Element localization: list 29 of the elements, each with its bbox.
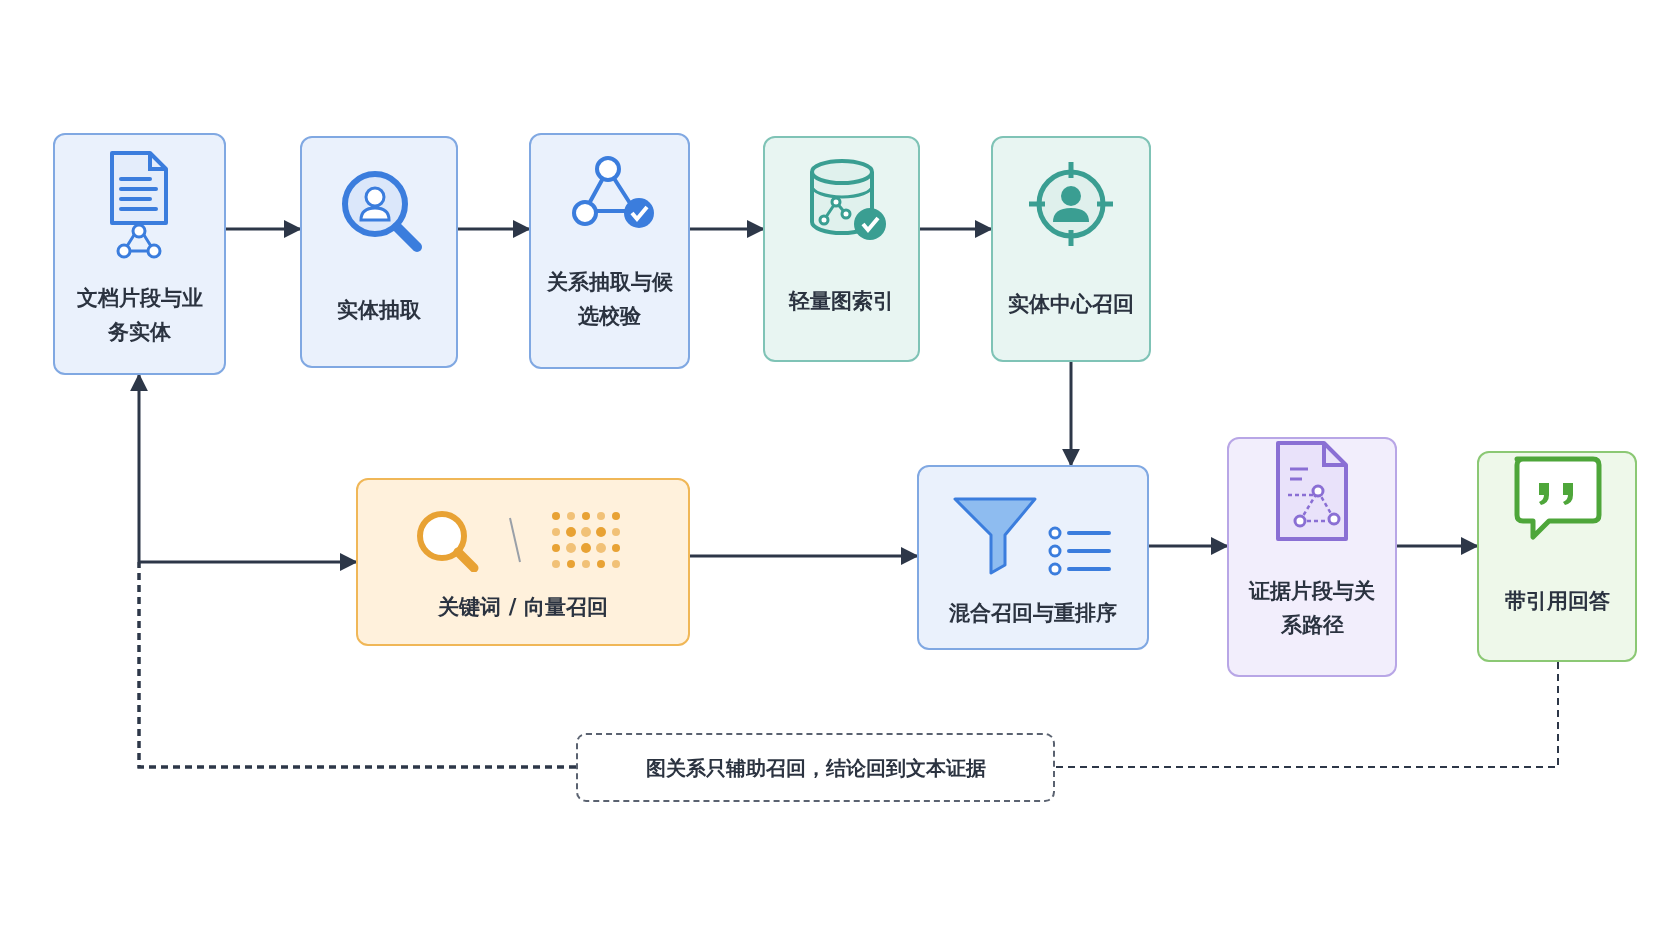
process-box — [356, 478, 690, 646]
process-box — [529, 133, 690, 369]
process-box — [917, 465, 1149, 650]
node-label: 带引用回答 — [1503, 587, 1611, 615]
process-box — [991, 136, 1151, 362]
node-label: 实体中心召回 — [1007, 291, 1135, 319]
process-box — [1227, 437, 1397, 677]
arrow — [690, 547, 919, 565]
note-text: 图关系只辅助召回，结论回到文本证据 — [644, 754, 987, 782]
node-label: 混合召回与重排序 — [948, 599, 1118, 627]
node-label: 关系抽取与候选校验 — [545, 269, 674, 330]
arrow — [1149, 537, 1229, 555]
node-label: 证据片段与关系路径 — [1247, 578, 1376, 639]
note-box — [576, 733, 1055, 802]
arrow — [920, 220, 993, 238]
node-label: 轻量图索引 — [787, 288, 895, 316]
process-box — [763, 136, 920, 362]
arrow — [1062, 362, 1080, 467]
node-label: 关键词 / 向量召回 — [437, 594, 609, 622]
arrow — [226, 220, 302, 238]
node-label: 文档片段与业务实体 — [75, 285, 204, 346]
process-box — [53, 133, 226, 375]
process-box — [1477, 451, 1637, 662]
arrow — [690, 220, 765, 238]
dashed-arrow — [137, 553, 576, 769]
process-box — [300, 136, 458, 368]
node-label: 实体抽取 — [336, 297, 422, 325]
arrow — [458, 220, 531, 238]
arrow — [1397, 537, 1479, 555]
